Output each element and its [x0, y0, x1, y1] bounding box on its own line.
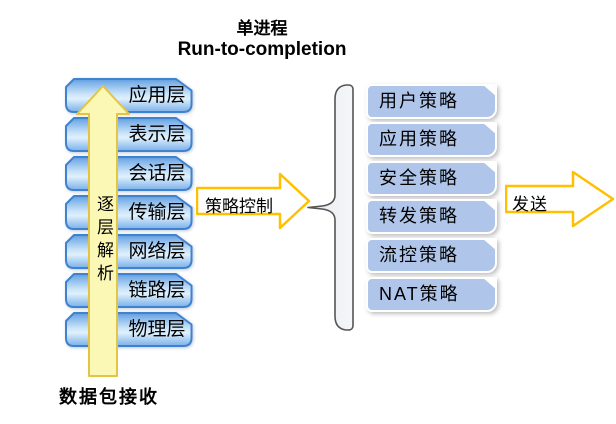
- osi-layer-box: 物理层: [65, 312, 193, 347]
- policy-label: 应用策略: [379, 129, 459, 149]
- policy-box: 转发策略: [366, 199, 497, 234]
- policy-label: 用户策略: [379, 91, 459, 111]
- policy-box: 安全策略: [366, 161, 497, 196]
- osi-layer-label: 网络层: [128, 241, 186, 262]
- osi-layer-box: 网络层: [65, 234, 193, 269]
- osi-layer-label: 表示层: [128, 124, 186, 145]
- up-arrow: [76, 85, 130, 377]
- send-arrow: [505, 170, 615, 228]
- parse-direction-label: 逐层解析: [94, 195, 113, 287]
- up-arrow-shape: [76, 85, 130, 377]
- policy-box: 应用策略: [366, 122, 497, 157]
- grouping-brace: [307, 84, 354, 331]
- osi-layer-box: 传输层: [65, 195, 193, 230]
- title-line-1: 单进程: [236, 19, 288, 38]
- policy-arrow-shape: [196, 172, 311, 230]
- policy-box: NAT策略: [366, 277, 497, 312]
- osi-layer-box: 链路层: [65, 273, 193, 308]
- policy-label: 安全策略: [379, 168, 459, 188]
- send-label: 发送: [512, 195, 548, 214]
- osi-layer-box: 会话层: [65, 156, 193, 191]
- send-arrow-shape: [505, 170, 615, 228]
- title-line-2: Run-to-completion: [177, 39, 347, 60]
- osi-layer-label: 链路层: [128, 280, 186, 301]
- osi-layer-label: 传输层: [128, 202, 186, 223]
- policy-control-arrow: [196, 172, 311, 230]
- diagram-title: 单进程 Run-to-completion: [62, 18, 462, 60]
- policy-label: NAT策略: [379, 284, 460, 304]
- osi-layer-label: 应用层: [128, 85, 186, 106]
- policy-control-label: 策略控制: [205, 197, 273, 216]
- osi-layer-box: 应用层: [65, 78, 193, 113]
- brace-shape: [307, 84, 354, 331]
- policy-box: 用户策略: [366, 84, 497, 119]
- policy-label: 流控策略: [379, 245, 459, 265]
- osi-layer-label: 物理层: [128, 319, 186, 340]
- receive-label: 数据包接收: [59, 387, 159, 407]
- policy-box: 流控策略: [366, 238, 497, 273]
- osi-layer-box: 表示层: [65, 117, 193, 152]
- policy-label: 转发策略: [379, 206, 459, 226]
- osi-layer-label: 会话层: [128, 163, 186, 184]
